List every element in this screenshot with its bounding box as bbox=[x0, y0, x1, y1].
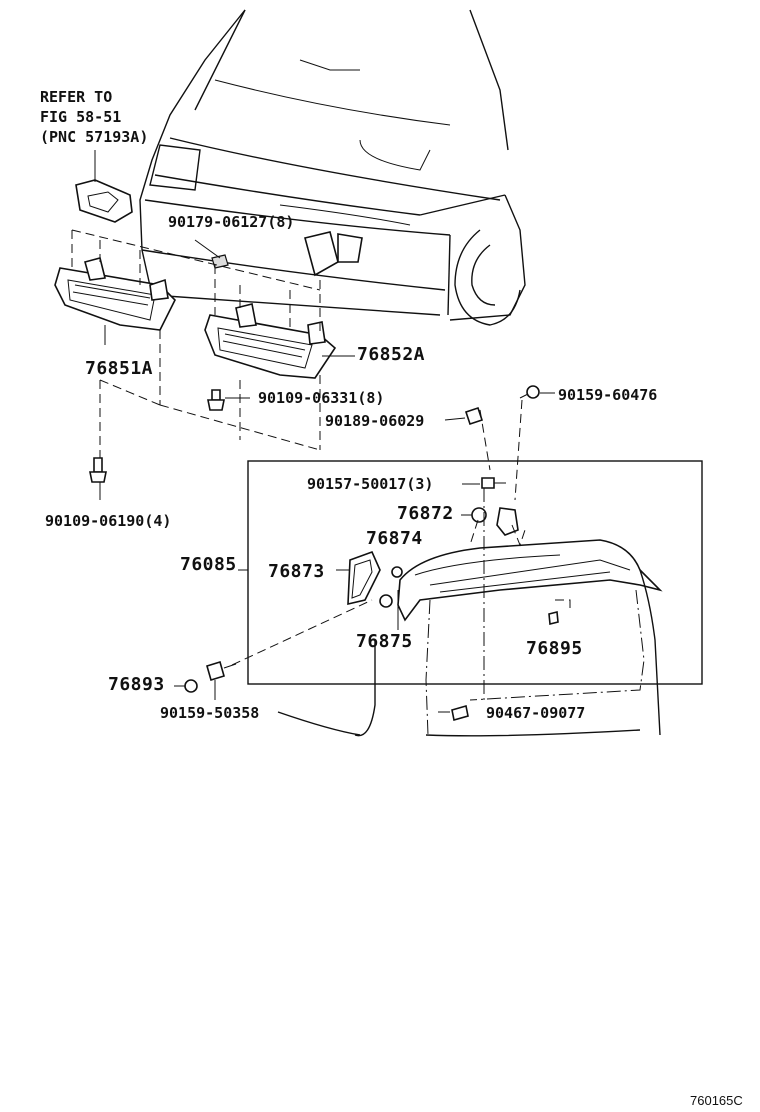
note-refer-line3: (PNC 57193A) bbox=[40, 128, 149, 146]
label-90179-06127: 90179-06127(8) bbox=[168, 213, 295, 231]
label-90109-06331: 90109-06331(8) bbox=[258, 389, 385, 407]
label-76895: 76895 bbox=[526, 638, 583, 659]
label-76085: 76085 bbox=[180, 554, 237, 575]
fasteners bbox=[89, 385, 540, 722]
label-90157-50017: 90157-50017(3) bbox=[307, 475, 434, 493]
figure-code: 760165C bbox=[690, 1093, 743, 1108]
label-76893: 76893 bbox=[108, 674, 165, 695]
body-mount-brackets bbox=[194, 231, 363, 277]
leader-lines bbox=[99, 392, 555, 713]
label-90159-50358: 90159-50358 bbox=[160, 704, 260, 722]
grille-dashed-guides bbox=[71, 229, 523, 501]
referenced-lamp-part bbox=[75, 150, 133, 223]
note-refer-line2: FIG 58-51 bbox=[40, 108, 122, 126]
label-76872: 76872 bbox=[397, 503, 454, 524]
label-90159-60476: 90159-60476 bbox=[558, 386, 658, 404]
grille-76851A bbox=[54, 257, 176, 345]
label-76873: 76873 bbox=[268, 561, 325, 582]
spoiler-assembly-box bbox=[238, 460, 703, 685]
label-90109-06190: 90109-06190(4) bbox=[45, 512, 172, 530]
label-90189-06029: 90189-06029 bbox=[325, 412, 425, 430]
label-76875: 76875 bbox=[356, 631, 413, 652]
grille-76852A bbox=[204, 303, 355, 379]
label-76852A: 76852A bbox=[357, 344, 426, 365]
label-76874: 76874 bbox=[366, 528, 423, 549]
vehicle-body bbox=[139, 9, 526, 326]
note-refer-line1: REFER TO bbox=[40, 88, 113, 106]
label-90467-09077: 90467-09077 bbox=[486, 704, 586, 722]
label-76851A: 76851A bbox=[85, 358, 154, 379]
rear-glass-outline bbox=[214, 488, 661, 737]
